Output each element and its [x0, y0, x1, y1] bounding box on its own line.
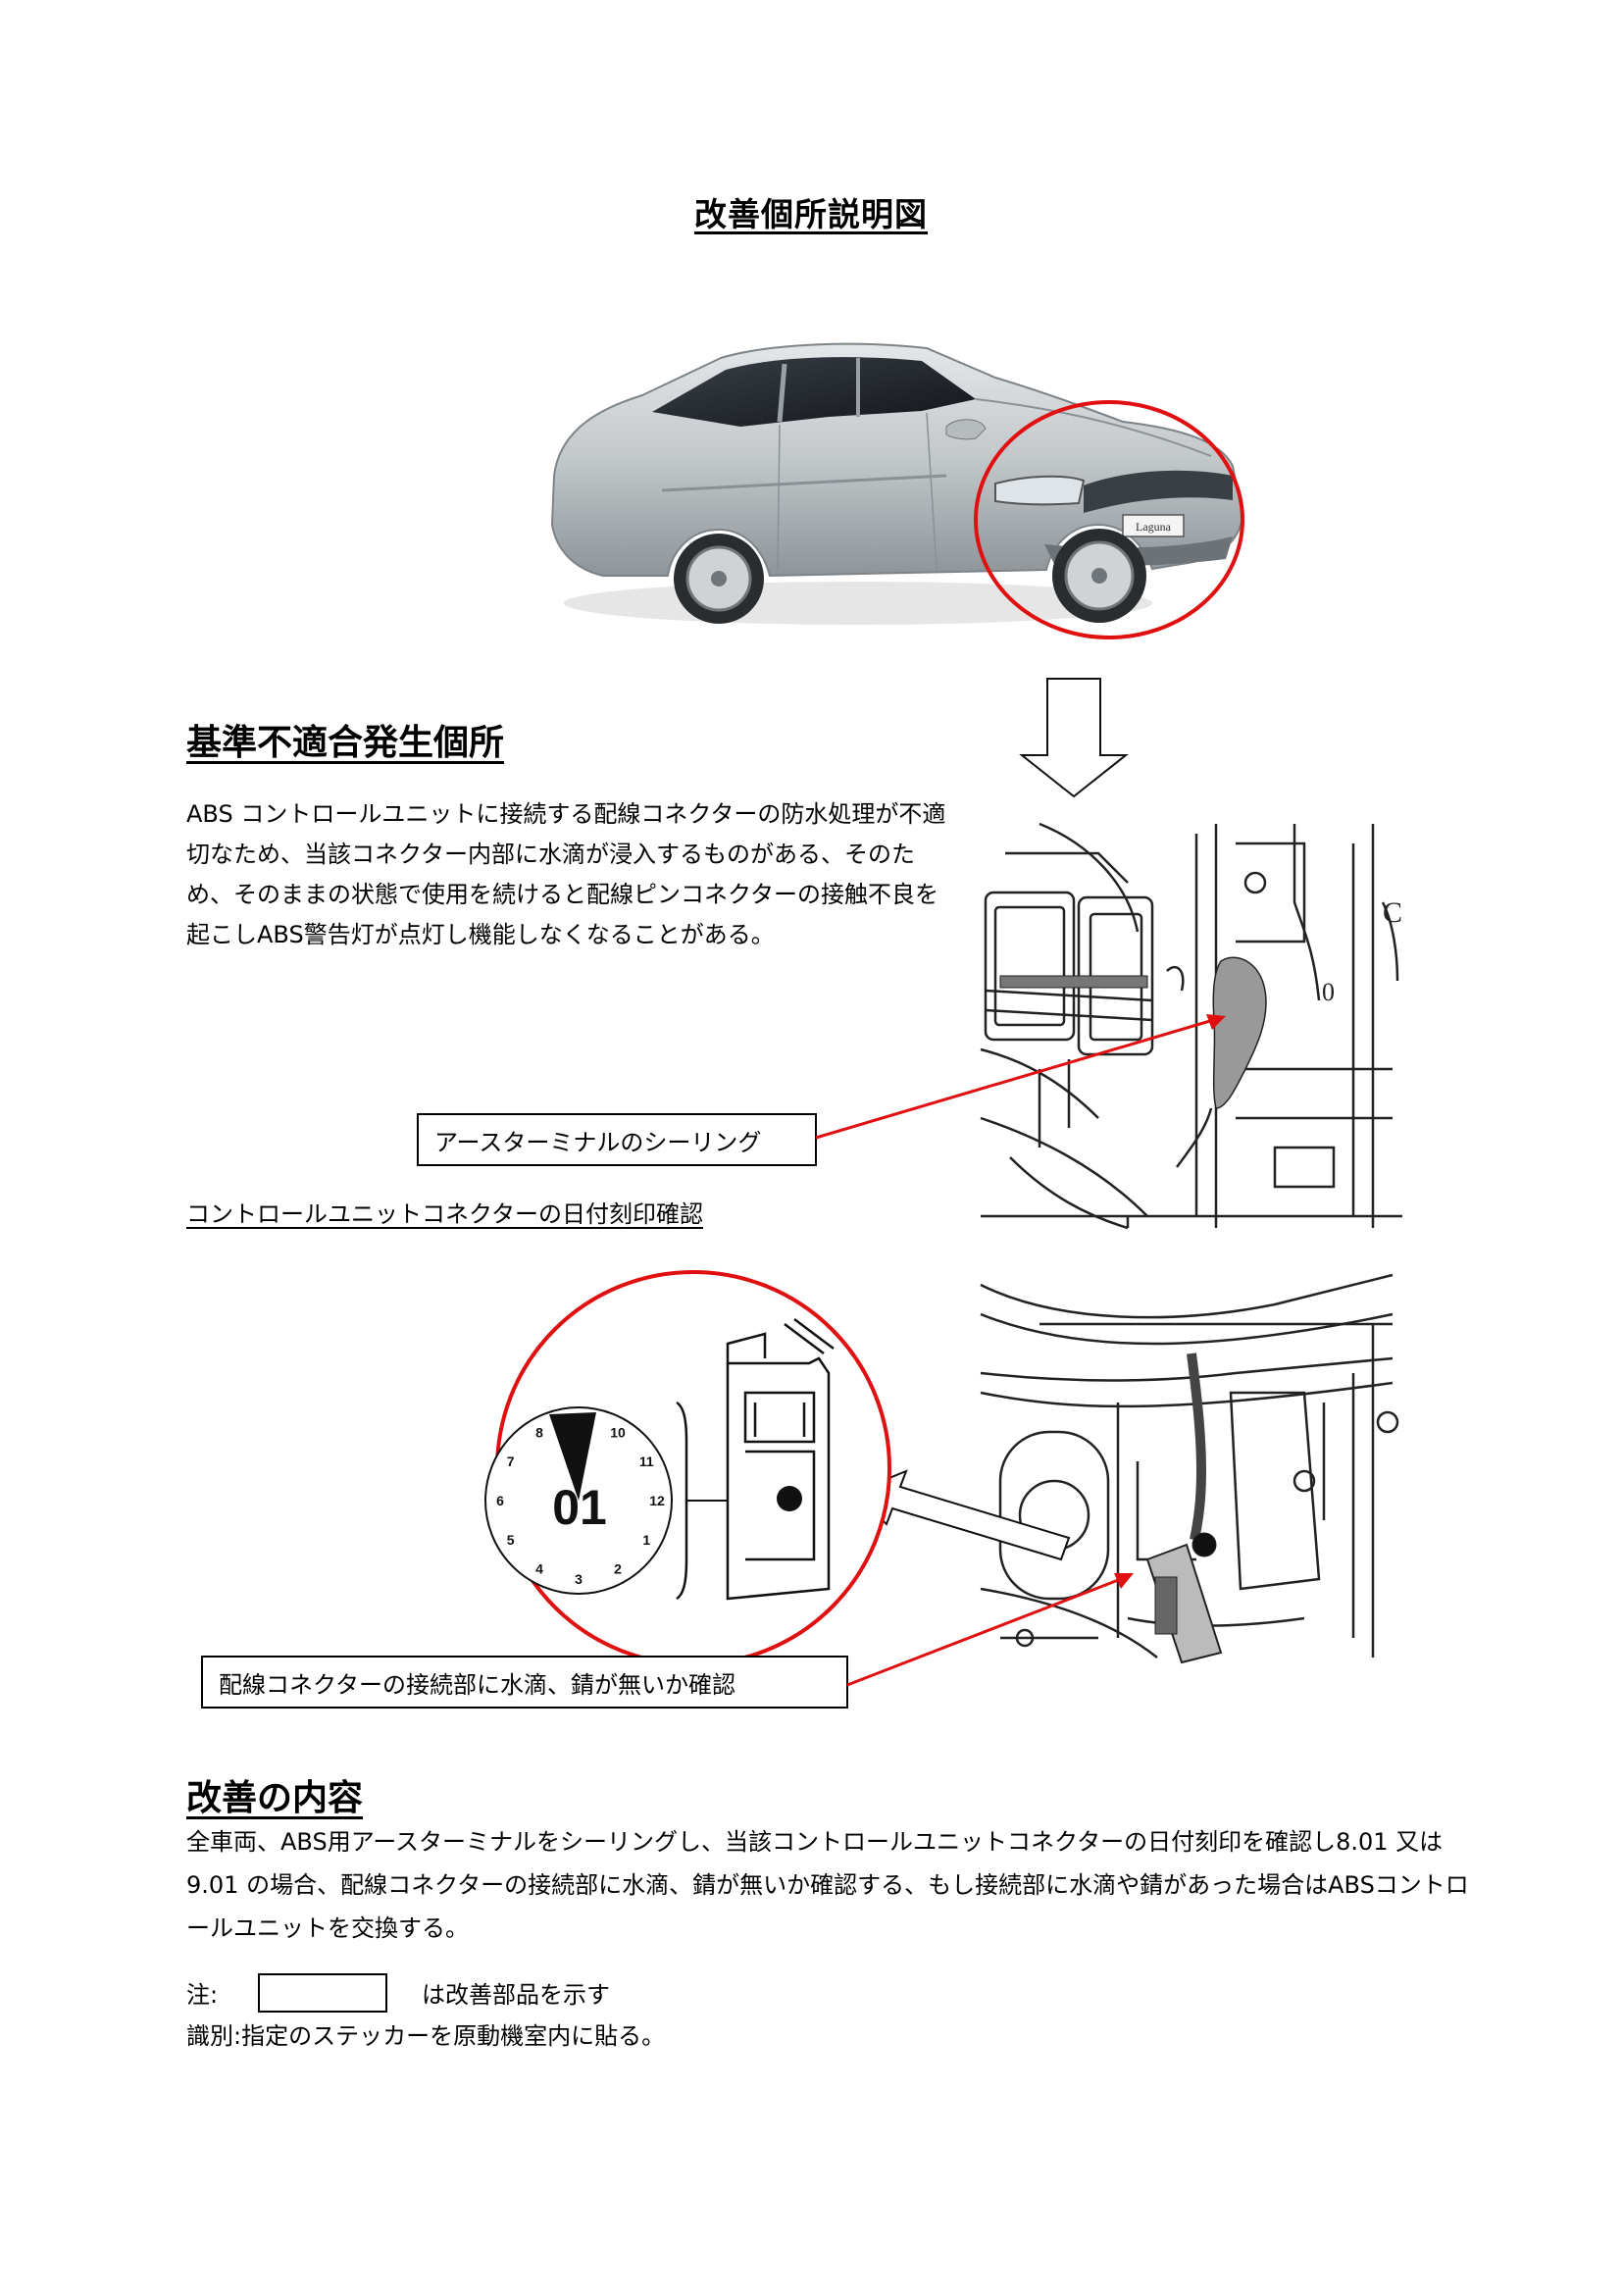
down-arrow-icon — [1019, 678, 1129, 798]
callout-2-leader-line — [846, 1573, 1134, 1687]
license-plate: Laguna — [1136, 520, 1172, 534]
dial-number-6: 6 — [496, 1493, 504, 1508]
defect-heading: 基準不適合発生個所 — [186, 723, 505, 763]
defect-paragraph: ABS コントロールユニットに接続する配線コネクターの防水処理が不適切なため、当… — [186, 800, 946, 948]
dial-number-12: 12 — [649, 1493, 665, 1508]
date-stamp-check-subheading: コントロールユニットコネクターの日付刻印確認 — [186, 1200, 704, 1228]
dial-number-3: 3 — [575, 1571, 583, 1587]
dial-number-8: 8 — [535, 1425, 543, 1441]
dial-number-10: 10 — [610, 1425, 626, 1441]
car-illustration: Laguna — [550, 342, 1244, 625]
connector-water-rust-check-label: 配線コネクターの接続部に水滴、錆が無いか確認 — [201, 1656, 848, 1709]
dial-number-7: 7 — [507, 1454, 515, 1469]
front-highlight-circle — [974, 400, 1244, 639]
note-label: 注: — [186, 1981, 219, 2009]
improved-part-legend-box — [258, 1973, 387, 2013]
detail-arrow-icon — [851, 1469, 1071, 1561]
svg-text:C: C — [1383, 896, 1402, 929]
dial-number-2: 2 — [614, 1560, 622, 1576]
dial-number-1: 1 — [642, 1532, 650, 1548]
dial-number-11: 11 — [639, 1454, 654, 1469]
page-title: 改善個所説明図 — [694, 195, 928, 233]
improvement-paragraph: 全車両、ABS用アースターミナルをシーリングし、当該コントロールユニットコネクタ… — [186, 1828, 1469, 1942]
engine-bay-drawing-lower — [980, 1265, 1402, 1667]
earth-terminal-sealing-label: アースターミナルのシーリング — [417, 1113, 817, 1166]
dial-number-9: 9 — [575, 1414, 583, 1430]
identification-note: 識別:指定のステッカーを原動機室内に貼る。 — [186, 2022, 666, 2050]
dial-number-5: 5 — [507, 1532, 515, 1548]
dial-center-text: 01 — [552, 1480, 607, 1535]
note-text: は改善部品を示す — [422, 1981, 610, 2009]
improvement-heading: 改善の内容 — [186, 1778, 364, 1818]
dial-number-4: 4 — [535, 1560, 543, 1576]
callout-1-leader-line — [815, 1014, 1226, 1140]
svg-text:0: 0 — [1322, 978, 1335, 1006]
